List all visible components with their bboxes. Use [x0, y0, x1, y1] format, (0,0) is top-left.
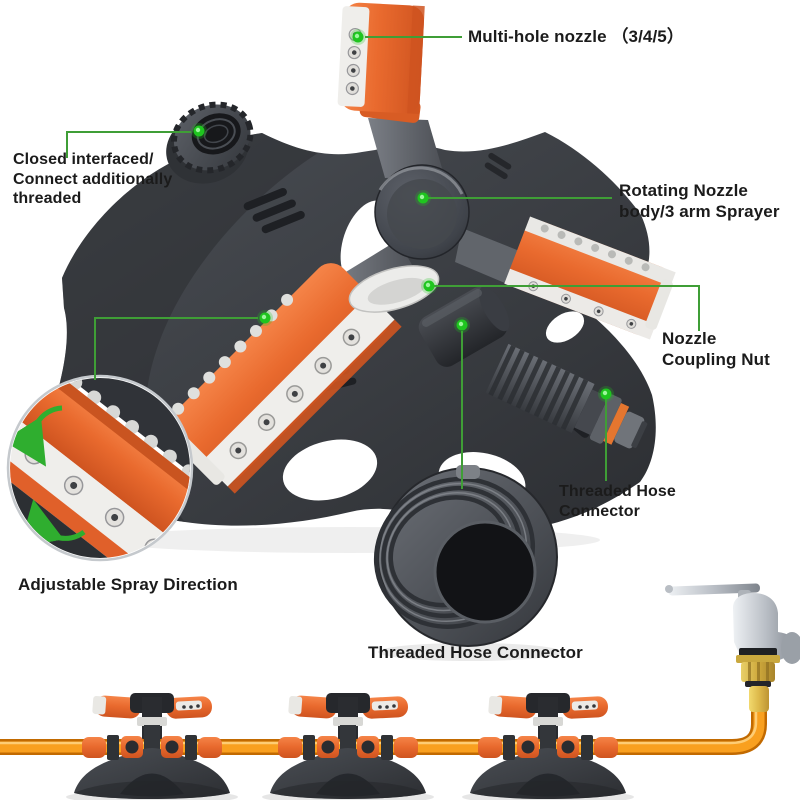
- callout-dot: [415, 190, 431, 206]
- callout-dot: [257, 310, 273, 326]
- callout-dot: [454, 317, 470, 333]
- label-hose-connector-bottom: Threaded Hose Connector: [368, 643, 583, 662]
- hose-connector-closeup: [373, 465, 558, 647]
- threaded-hose-connector: [485, 343, 648, 449]
- right-arm: [455, 228, 522, 286]
- label-closed-interface: Closed interfaced/ Connect additionally …: [13, 151, 173, 208]
- callout-dot: [191, 123, 207, 139]
- label-multi-hole-nozzle: Multi-hole nozzle （3/4/5）: [468, 27, 684, 46]
- label-adjustable-spray: Adjustable Spray Direction: [18, 575, 238, 594]
- top-nozzle: [337, 2, 425, 115]
- label-rotating-body: Rotating Nozzle body/3 arm Sprayer: [619, 181, 780, 221]
- callout-line-adjustable: [94, 317, 258, 380]
- faucet: [665, 583, 800, 712]
- callout-dots: [191, 29, 614, 402]
- mini-sprinkler-3: [462, 693, 634, 800]
- callout-line-coupling-nut: [433, 285, 700, 331]
- callout-dot: [598, 386, 614, 402]
- mini-sprinkler-2: [262, 693, 434, 800]
- callout-lines: [66, 36, 700, 489]
- coupling-collar: [348, 265, 440, 313]
- callout-dot: [421, 278, 437, 294]
- garden-hose: [0, 705, 767, 755]
- callout-line-closed-interface: [66, 131, 191, 158]
- rotating-hub: [374, 164, 470, 260]
- callout-dot: [350, 29, 366, 45]
- rotate-arrow-icon: [10, 405, 63, 467]
- rotate-arrow-icon: [19, 499, 86, 548]
- mini-sprinkler-1: [66, 693, 238, 800]
- sealing-cap: [166, 101, 254, 184]
- label-coupling-nut: Nozzle Coupling Nut: [662, 329, 770, 369]
- left-nozzle: [169, 263, 402, 494]
- top-arm: [368, 118, 444, 178]
- label-hose-connector-right: Threaded Hose Connector: [559, 483, 676, 520]
